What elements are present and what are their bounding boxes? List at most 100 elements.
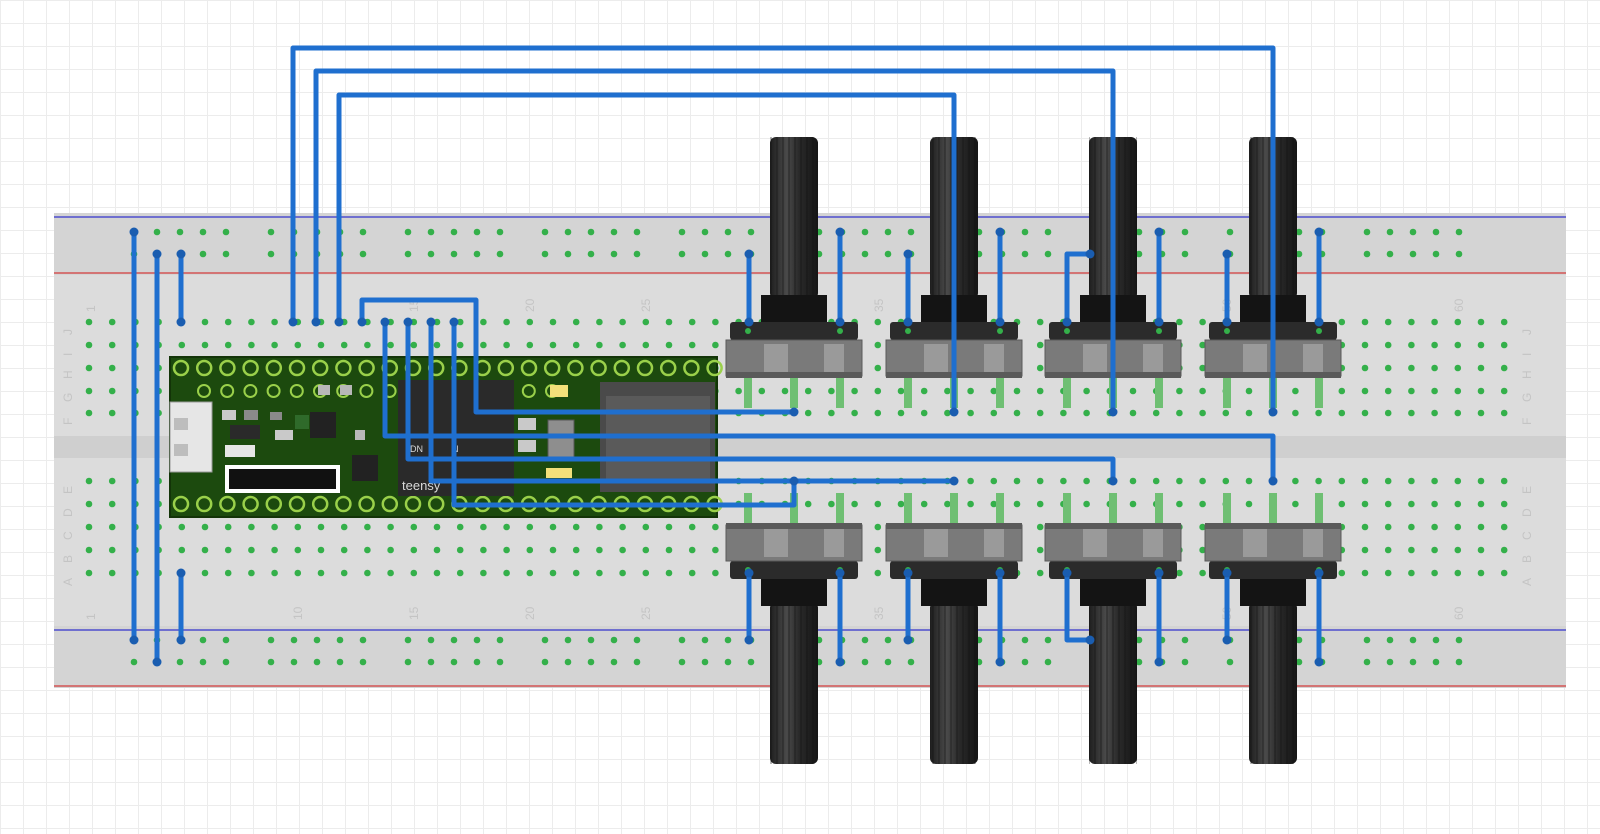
breadboard-hole[interactable] [874, 500, 882, 508]
breadboard-hole[interactable] [1384, 569, 1392, 577]
breadboard-hole[interactable] [804, 409, 812, 417]
rail-hole[interactable] [1181, 636, 1189, 644]
rail-hole[interactable] [1386, 636, 1394, 644]
wire-endpoint[interactable] [311, 317, 321, 327]
teensy-pin[interactable] [404, 495, 422, 513]
breadboard-hole[interactable] [1152, 409, 1160, 417]
rail-hole[interactable] [1295, 658, 1303, 666]
wire-endpoint[interactable] [903, 317, 913, 327]
rail-hole[interactable] [884, 250, 892, 258]
breadboard-hole[interactable] [503, 546, 510, 554]
breadboard-hole[interactable] [108, 387, 116, 395]
teensy-pin[interactable] [381, 495, 399, 513]
breadboard-hole[interactable] [1454, 523, 1462, 531]
rail-hole[interactable] [1021, 658, 1029, 666]
breadboard-hole[interactable] [1500, 523, 1508, 531]
breadboard-hole[interactable] [317, 523, 325, 531]
rail-hole[interactable] [724, 636, 732, 644]
breadboard-hole[interactable] [1431, 546, 1438, 554]
breadboard-hole[interactable] [1408, 364, 1415, 372]
breadboard-hole[interactable] [1477, 546, 1485, 554]
breadboard-hole[interactable] [619, 523, 626, 531]
rail-hole[interactable] [313, 636, 321, 644]
breadboard-hole[interactable] [712, 523, 719, 531]
breadboard-hole[interactable] [1176, 477, 1183, 485]
breadboard-hole[interactable] [317, 569, 325, 577]
wire-endpoint[interactable] [1154, 227, 1164, 237]
breadboard-hole[interactable] [1060, 477, 1067, 485]
breadboard-hole[interactable] [364, 546, 371, 554]
rail-hole[interactable] [861, 636, 869, 644]
wire-endpoint[interactable] [1314, 227, 1324, 237]
pot-pin[interactable] [1156, 328, 1162, 334]
breadboard-hole[interactable] [781, 387, 789, 395]
wire-endpoint[interactable] [176, 317, 186, 327]
wire-endpoint[interactable] [1314, 568, 1324, 578]
rail-hole[interactable] [222, 250, 230, 258]
rail-hole[interactable] [587, 636, 595, 644]
wire-endpoint[interactable] [1108, 476, 1118, 486]
rail-hole[interactable] [153, 228, 161, 236]
breadboard-hole[interactable] [596, 523, 603, 531]
breadboard-hole[interactable] [410, 341, 418, 349]
rail-hole[interactable] [1455, 636, 1463, 644]
rail-hole[interactable] [884, 228, 892, 236]
teensy-pin[interactable] [288, 495, 306, 513]
rail-hole[interactable] [290, 658, 298, 666]
breadboard-hole[interactable] [1454, 546, 1462, 554]
teensy-pin[interactable] [195, 359, 213, 377]
rail-hole[interactable] [747, 658, 755, 666]
wire-endpoint[interactable] [152, 657, 162, 667]
breadboard-hole[interactable] [549, 318, 557, 326]
breadboard-hole[interactable] [688, 546, 696, 554]
breadboard-hole[interactable] [224, 341, 232, 349]
teensy-pin[interactable] [358, 495, 375, 513]
breadboard-hole[interactable] [1292, 387, 1299, 395]
breadboard-hole[interactable] [572, 523, 580, 531]
breadboard-hole[interactable] [1013, 409, 1021, 417]
rail-hole[interactable] [564, 658, 572, 666]
breadboard-hole[interactable] [619, 341, 626, 349]
wire-endpoint[interactable] [152, 249, 162, 259]
breadboard-hole[interactable] [1245, 387, 1253, 395]
breadboard-hole[interactable] [1245, 409, 1253, 417]
breadboard-hole[interactable] [572, 546, 580, 554]
breadboard-hole[interactable] [1199, 500, 1206, 508]
breadboard-hole[interactable] [1361, 409, 1369, 417]
breadboard-hole[interactable] [596, 318, 603, 326]
rail-hole[interactable] [427, 228, 435, 236]
rail-hole[interactable] [473, 250, 481, 258]
breadboard-hole[interactable] [1477, 387, 1485, 395]
rail-hole[interactable] [427, 636, 435, 644]
rail-hole[interactable] [633, 636, 641, 644]
breadboard-hole[interactable] [340, 341, 348, 349]
breadboard-hole[interactable] [1036, 409, 1044, 417]
wire-pot-8-signal[interactable] [382, 319, 1276, 484]
rail-hole[interactable] [1295, 250, 1303, 258]
rail-hole[interactable] [267, 250, 275, 258]
breadboard-hole[interactable] [596, 546, 603, 554]
breadboard-hole[interactable] [1408, 500, 1415, 508]
rail-hole[interactable] [222, 636, 230, 644]
wire-endpoint[interactable] [744, 568, 754, 578]
rail-hole[interactable] [701, 250, 709, 258]
rail-hole[interactable] [1363, 658, 1371, 666]
breadboard-hole[interactable] [1338, 409, 1346, 417]
breadboard-hole[interactable] [688, 569, 696, 577]
wire-endpoint[interactable] [995, 568, 1005, 578]
rail-hole[interactable] [884, 636, 892, 644]
breadboard-hole[interactable] [294, 523, 302, 531]
breadboard-hole[interactable] [1036, 523, 1044, 531]
breadboard-hole[interactable] [712, 546, 719, 554]
wire-endpoint[interactable] [835, 657, 845, 667]
breadboard-hole[interactable] [317, 341, 325, 349]
breadboard-hole[interactable] [410, 546, 418, 554]
breadboard-hole[interactable] [1083, 477, 1090, 485]
teensy-pin[interactable] [219, 495, 236, 513]
breadboard-hole[interactable] [1315, 477, 1322, 485]
breadboard-hole[interactable] [1245, 477, 1253, 485]
teensy-pin[interactable] [172, 359, 190, 377]
breadboard-hole[interactable] [456, 523, 464, 531]
wire-endpoint[interactable] [176, 635, 186, 645]
breadboard-hole[interactable] [549, 546, 557, 554]
